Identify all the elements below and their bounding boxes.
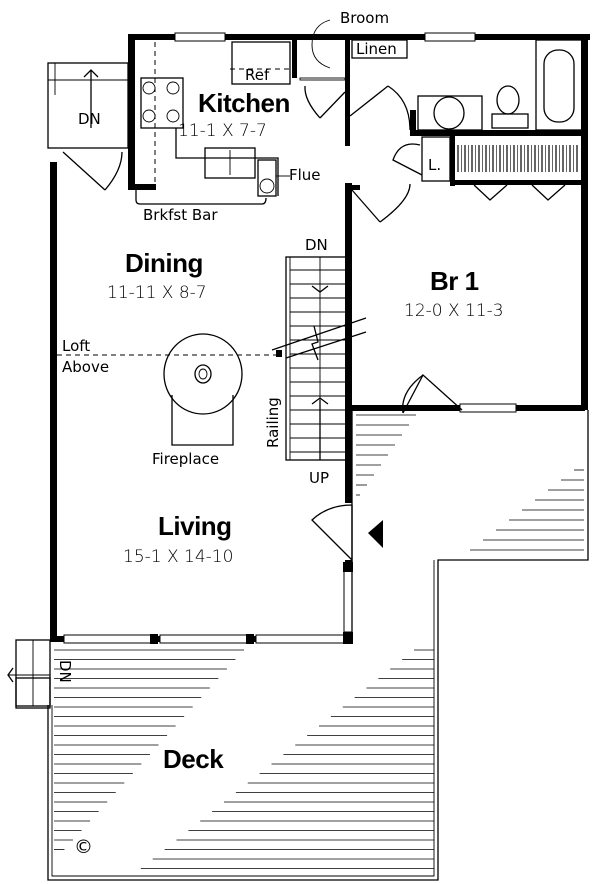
brkfst-bar-label: Brkfst Bar bbox=[143, 206, 218, 224]
sink bbox=[204, 147, 256, 179]
railing-label: Railing bbox=[264, 397, 282, 448]
loft-label-1: Loft bbox=[62, 337, 90, 355]
br1-name: Br 1 bbox=[430, 266, 479, 296]
dining-name: Dining bbox=[125, 248, 203, 278]
ref-label: Ref bbox=[245, 66, 270, 84]
living-name: Living bbox=[158, 511, 232, 541]
copyright-mark: © bbox=[74, 836, 93, 858]
living-size: 15-1 X 14-10 bbox=[123, 547, 233, 567]
entry-stair: DN bbox=[47, 62, 129, 191]
broom-label: Broom bbox=[340, 9, 389, 27]
bath-fixtures bbox=[417, 39, 583, 131]
fireplace-label: Fireplace bbox=[152, 450, 219, 468]
dining-size: 11-11 X 8-7 bbox=[107, 283, 207, 303]
closet-l-label: L. bbox=[428, 156, 441, 174]
refrigerator bbox=[231, 41, 291, 85]
interior-stair: DN UP Railing bbox=[264, 236, 367, 487]
kitchen-fixtures: Ref Flue Brkfst Bar Kitchen 11-1 X 7-7 bbox=[135, 41, 321, 224]
deck-hatching bbox=[54, 414, 584, 869]
deck: DN Deck © bbox=[7, 410, 589, 881]
flue bbox=[257, 159, 277, 197]
kitchen-size: 11-1 X 7-7 bbox=[178, 121, 267, 141]
linen-label: Linen bbox=[356, 40, 397, 58]
flue-label: Flue bbox=[289, 166, 321, 184]
walls bbox=[50, 32, 590, 644]
stair-up-label: UP bbox=[309, 469, 329, 487]
stair-dn-label: DN bbox=[305, 236, 328, 254]
deck-dn-label: DN bbox=[56, 660, 74, 683]
closets: Broom Linen L. bbox=[299, 9, 578, 223]
loft-label-2: Above bbox=[62, 358, 109, 376]
range bbox=[140, 77, 184, 129]
deck-name: Deck bbox=[163, 744, 224, 774]
entry-dn-label: DN bbox=[78, 110, 101, 128]
fireplace: Fireplace bbox=[152, 333, 243, 468]
entry-arrow bbox=[368, 520, 383, 548]
br1-size: 12-0 X 11-3 bbox=[404, 301, 504, 321]
kitchen-name: Kitchen bbox=[198, 88, 290, 118]
